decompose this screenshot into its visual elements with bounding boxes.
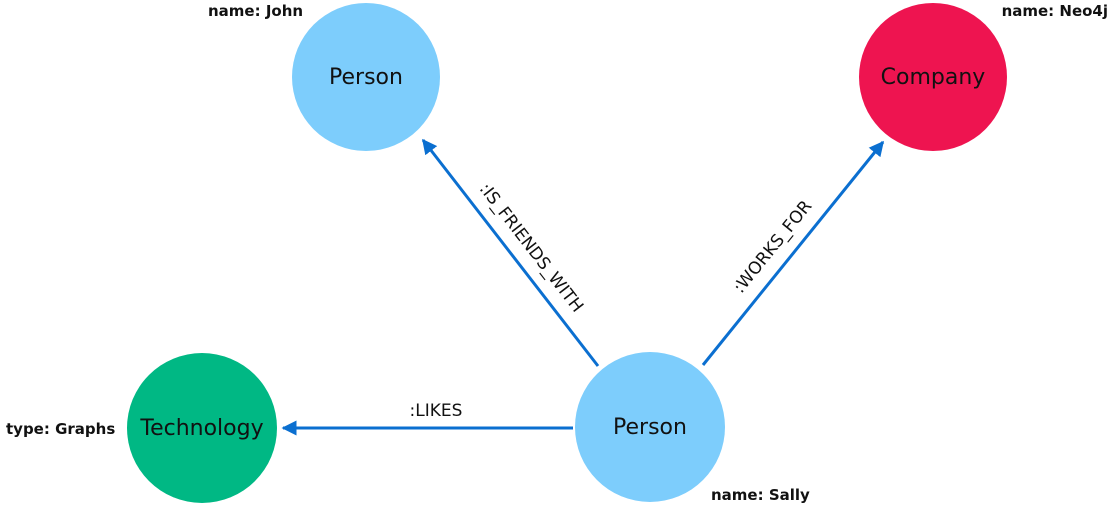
edge-is-friends-with	[421, 138, 600, 367]
edge-label-works-for: :WORKS_FOR	[730, 197, 817, 298]
edge-label-likes: :LIKES	[410, 401, 463, 421]
property-name-john: name: John	[208, 2, 303, 20]
node-label-person-sally: Person	[613, 415, 687, 440]
edge-works-for	[701, 140, 885, 366]
property-name-neo4j: name: Neo4j	[1002, 2, 1108, 20]
node-person-john[interactable]	[292, 3, 440, 151]
edge-label-is-friends-with: :IS_FRIENDS_WITH	[475, 180, 587, 317]
node-technology[interactable]	[127, 353, 277, 503]
node-label-company: Company	[881, 65, 986, 90]
node-person-sally[interactable]	[575, 352, 725, 502]
property-name-sally: name: Sally	[711, 486, 810, 504]
node-label-person-john: Person	[329, 65, 403, 90]
property-type-graphs: type: Graphs	[6, 420, 115, 438]
node-company-neo4j[interactable]	[859, 3, 1007, 151]
node-label-technology: Technology	[139, 416, 263, 441]
